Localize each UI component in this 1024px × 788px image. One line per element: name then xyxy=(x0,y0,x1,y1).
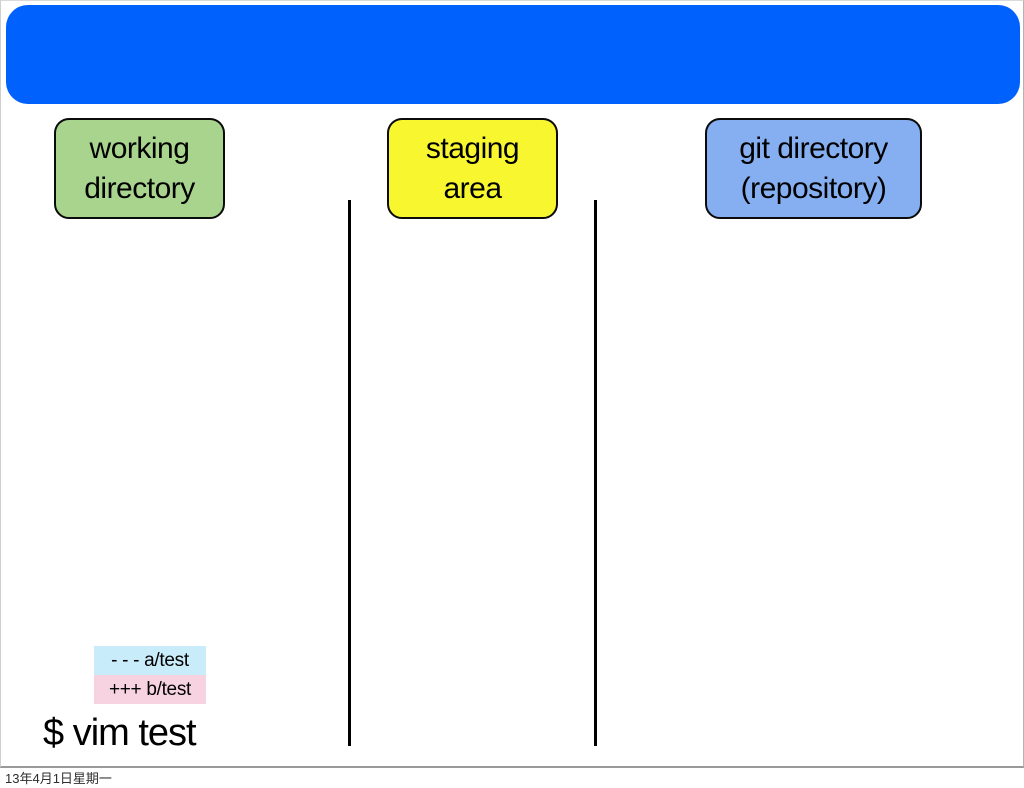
staging-area-label: staging area xyxy=(425,131,520,205)
working-directory-box: working directory xyxy=(54,118,225,219)
shell-command-text: $ vim test xyxy=(43,712,197,754)
diff-snippet: - - - a/test +++ b/test xyxy=(94,646,206,704)
slide-canvas: working directory staging area git direc… xyxy=(0,0,1024,768)
date-stamp: 13年4月1日星期一 xyxy=(5,771,112,786)
slide-title-bar xyxy=(6,5,1020,104)
divider-line-left xyxy=(348,200,351,746)
git-directory-label: git directory (repository) xyxy=(739,131,888,205)
window-status-bar: 13年4月1日星期一 xyxy=(0,768,1024,788)
diff-added-line: +++ b/test xyxy=(94,675,206,704)
divider-line-right xyxy=(594,200,597,746)
working-directory-label: working directory xyxy=(84,131,195,205)
git-directory-box: git directory (repository) xyxy=(705,118,922,219)
staging-area-box: staging area xyxy=(387,118,558,219)
diff-removed-line: - - - a/test xyxy=(94,646,206,675)
